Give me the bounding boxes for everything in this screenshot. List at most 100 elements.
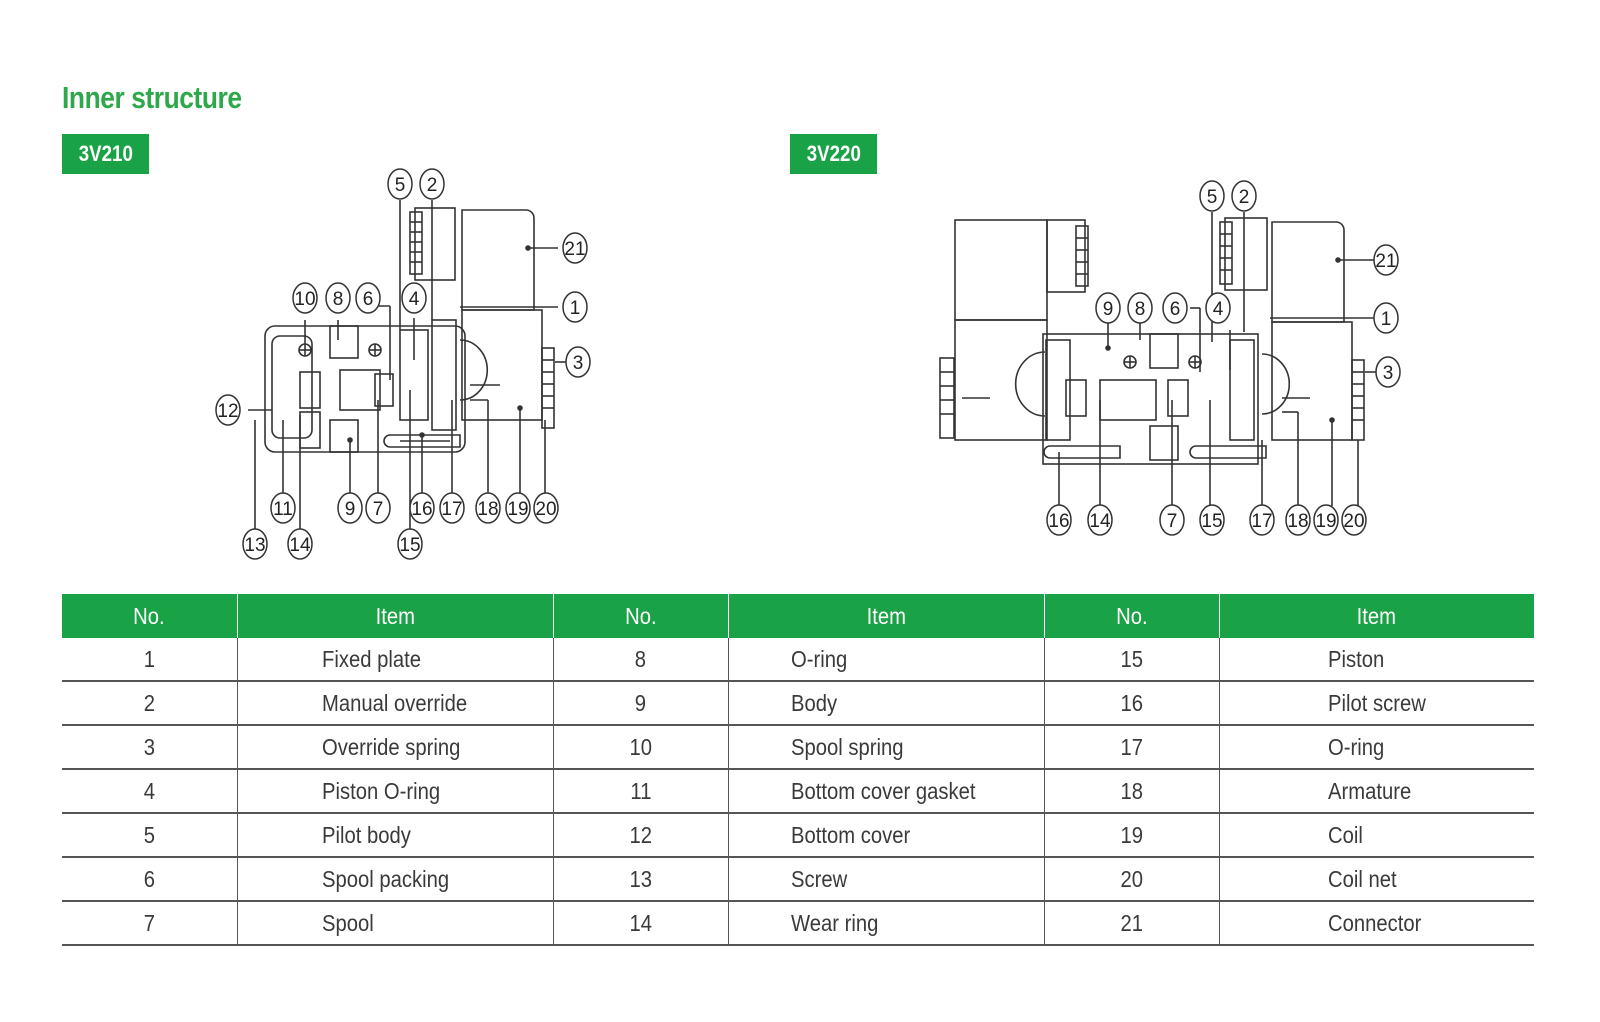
callout-20: 20 [533, 492, 559, 524]
svg-text:17: 17 [441, 499, 462, 520]
cell-no: 10 [553, 725, 729, 770]
svg-text:21: 21 [1375, 251, 1396, 272]
cell-item: O-ring [728, 638, 1045, 682]
table-header-row: No. Item No. Item No. Item [62, 594, 1534, 638]
svg-text:21: 21 [564, 239, 585, 260]
cell-item: Connector [1219, 901, 1534, 946]
callout-1: 1 [1373, 302, 1399, 334]
table-row: 3 Override spring 10 Spool spring 17 O-r… [62, 725, 1534, 770]
svg-text:4: 4 [409, 289, 420, 310]
cell-item: Override spring [237, 725, 554, 770]
callout-9: 9 [337, 492, 363, 524]
cell-no: 2 [62, 681, 238, 726]
callout-11: 11 [270, 492, 296, 524]
svg-text:12: 12 [217, 401, 238, 422]
callout-6: 6 [1162, 292, 1188, 324]
svg-text:8: 8 [333, 289, 344, 310]
cell-no: 4 [62, 769, 238, 814]
svg-text:20: 20 [1343, 511, 1364, 532]
cell-item: Piston O-ring [237, 769, 554, 814]
cell-item: Coil [1219, 813, 1534, 858]
cell-no: 13 [553, 857, 729, 902]
parts-table: No. Item No. Item No. Item 1 Fixed plate… [62, 594, 1534, 946]
svg-text:15: 15 [399, 535, 420, 556]
callout-3: 3 [1375, 356, 1401, 388]
svg-text:4: 4 [1213, 299, 1224, 320]
table-row: 4 Piston O-ring 11 Bottom cover gasket 1… [62, 769, 1534, 814]
cell-no: 19 [1044, 813, 1220, 858]
cell-no: 6 [62, 857, 238, 902]
cell-no: 17 [1044, 725, 1220, 770]
svg-text:15: 15 [1201, 511, 1222, 532]
callout-5: 5 [1199, 180, 1225, 212]
cell-no: 5 [62, 813, 238, 858]
header-no: No. [553, 594, 729, 638]
svg-text:20: 20 [535, 499, 556, 520]
callout-20: 20 [1341, 504, 1367, 536]
svg-text:17: 17 [1251, 511, 1272, 532]
svg-text:1: 1 [570, 298, 581, 319]
cell-no: 3 [62, 725, 238, 770]
callout-9: 9 [1095, 292, 1121, 324]
header-item: Item [728, 594, 1045, 638]
cell-no: 14 [553, 901, 729, 946]
svg-text:3: 3 [573, 353, 584, 374]
cell-no: 18 [1044, 769, 1220, 814]
svg-text:14: 14 [1089, 511, 1111, 532]
cell-item: Piston [1219, 638, 1534, 682]
diagram-3v220 [939, 212, 1378, 506]
table-row: 5 Pilot body 12 Bottom cover 19 Coil [62, 813, 1534, 858]
svg-text:2: 2 [1239, 187, 1250, 208]
callout-21: 21 [562, 232, 588, 264]
cell-no: 20 [1044, 857, 1220, 902]
cell-item: Screw [728, 857, 1045, 902]
structure-diagrams: 5 2 21 1 3 10 8 6 4 12 11 9 7 16 17 18 1… [215, 168, 1401, 560]
table-row: 1 Fixed plate 8 O-ring 15 Piston [62, 638, 1534, 682]
svg-text:7: 7 [1167, 511, 1178, 532]
callout-8: 8 [1127, 292, 1153, 324]
cell-item: Armature [1219, 769, 1534, 814]
cell-item: Manual override [237, 681, 554, 726]
svg-text:19: 19 [507, 499, 528, 520]
cell-no: 8 [553, 638, 729, 682]
cell-item: Spool packing [237, 857, 554, 902]
callout-12: 12 [215, 394, 241, 426]
cell-item: Pilot body [237, 813, 554, 858]
callout-15: 15 [1199, 504, 1225, 536]
svg-text:9: 9 [1103, 299, 1114, 320]
svg-text:5: 5 [1207, 187, 1218, 208]
callout-16: 16 [409, 492, 435, 524]
callout-13: 13 [242, 528, 268, 560]
svg-text:3: 3 [1383, 363, 1394, 384]
callout-8: 8 [325, 282, 351, 314]
callout-16: 16 [1046, 504, 1072, 536]
svg-text:18: 18 [1287, 511, 1308, 532]
svg-text:2: 2 [427, 175, 438, 196]
cell-no: 11 [553, 769, 729, 814]
callout-19: 19 [1313, 504, 1339, 536]
cell-no: 9 [553, 681, 729, 726]
callout-15: 15 [397, 528, 423, 560]
svg-text:9: 9 [345, 499, 356, 520]
cell-no: 15 [1044, 638, 1220, 682]
callout-1: 1 [562, 291, 588, 323]
svg-text:8: 8 [1135, 299, 1146, 320]
callout-17: 17 [1249, 504, 1275, 536]
svg-text:16: 16 [411, 499, 432, 520]
callout-21: 21 [1373, 244, 1399, 276]
header-item: Item [237, 594, 554, 638]
cell-no: 12 [553, 813, 729, 858]
callout-4: 4 [401, 282, 427, 314]
callout-7: 7 [365, 492, 391, 524]
callout-17: 17 [439, 492, 465, 524]
diagram-3v210 [248, 200, 568, 530]
callout-2: 2 [1231, 180, 1257, 212]
cell-item: Body [728, 681, 1045, 726]
cell-item: O-ring [1219, 725, 1534, 770]
cell-no: 16 [1044, 681, 1220, 726]
header-no: No. [62, 594, 238, 638]
callout-18: 18 [475, 492, 501, 524]
cell-item: Spool spring [728, 725, 1045, 770]
table-row: 6 Spool packing 13 Screw 20 Coil net [62, 857, 1534, 902]
table-row: 2 Manual override 9 Body 16 Pilot screw [62, 681, 1534, 726]
